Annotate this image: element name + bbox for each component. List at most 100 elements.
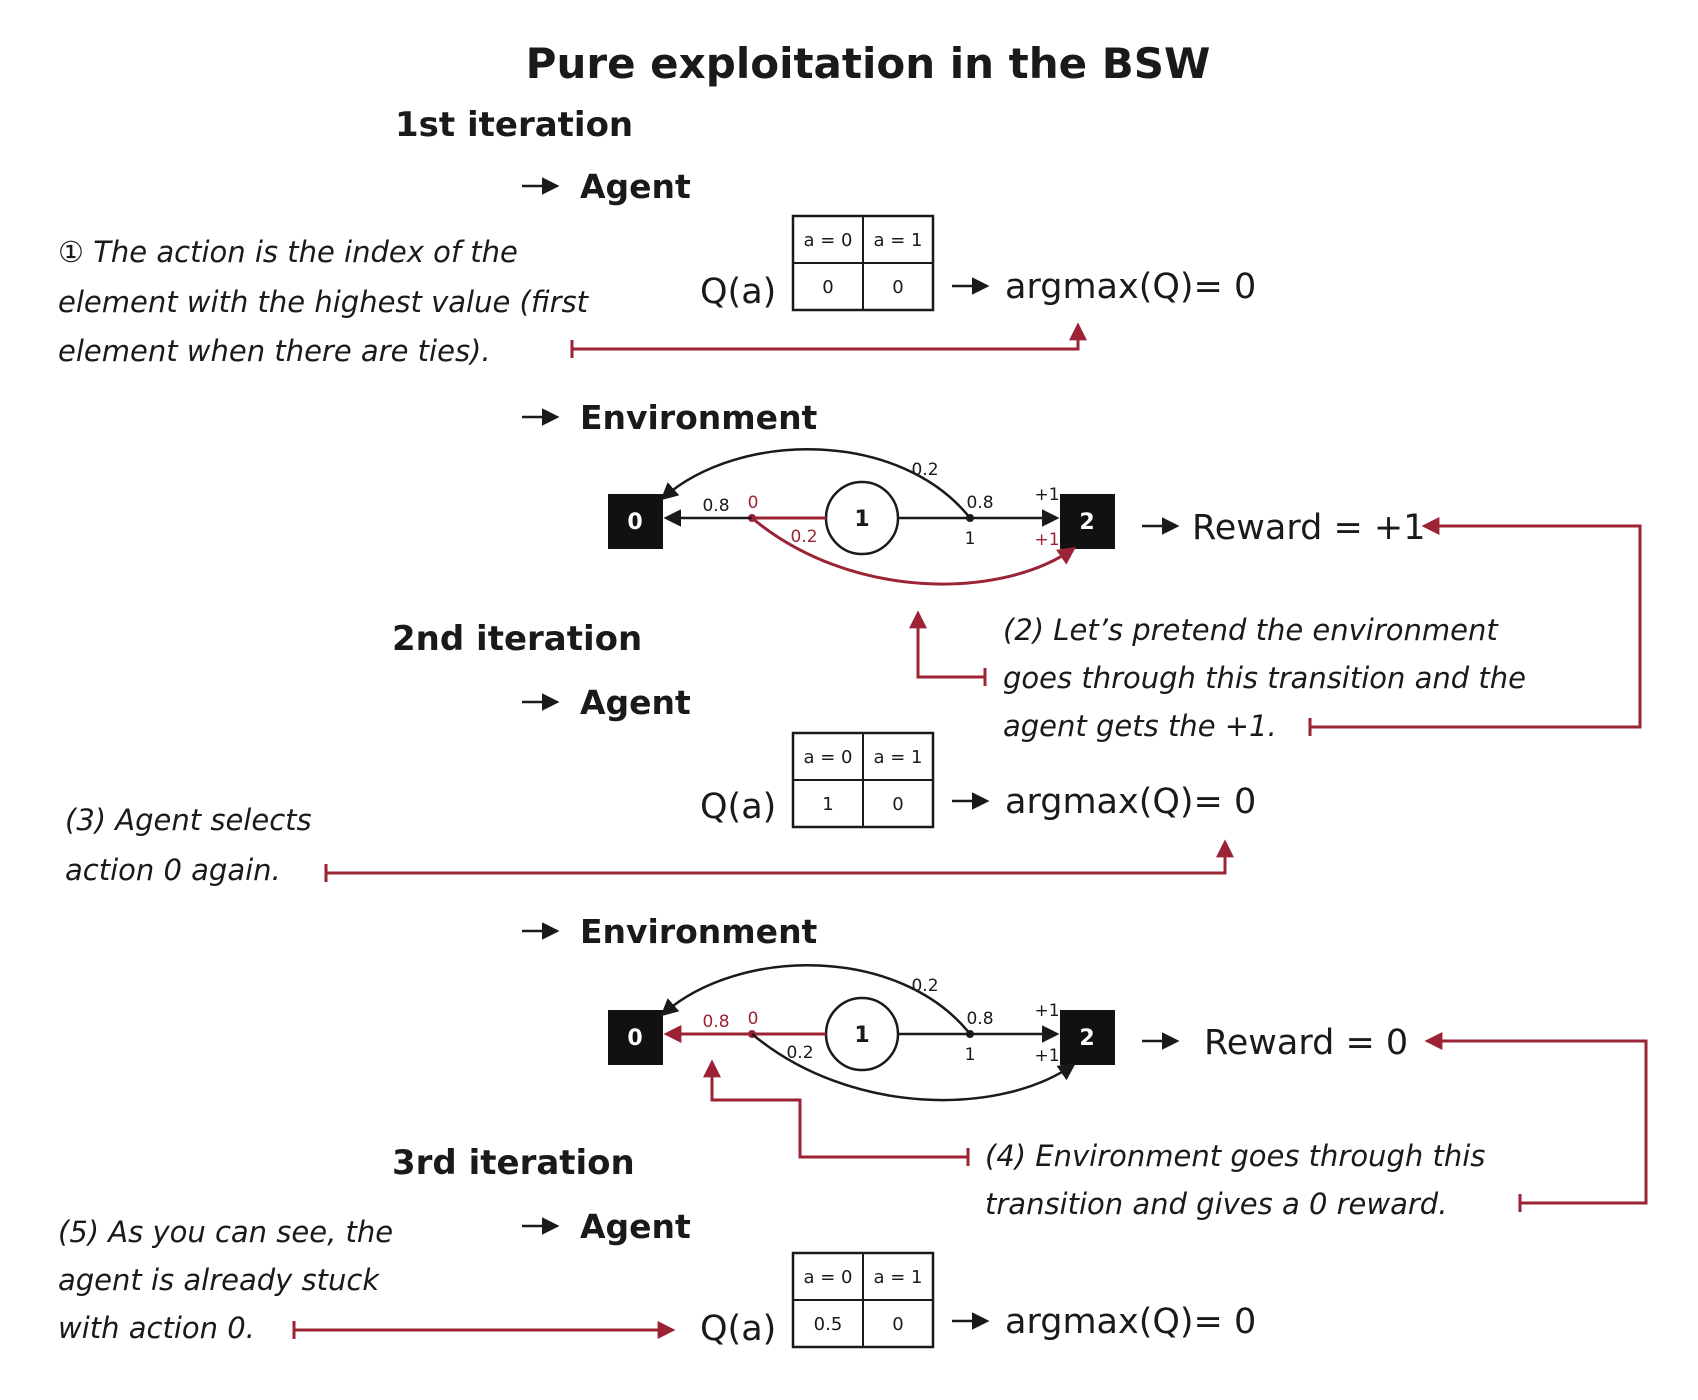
agent-label: Agent: [580, 1207, 691, 1246]
annotation-line: element when there are ties).: [58, 334, 491, 368]
state-node-0-label: 0: [627, 510, 642, 535]
reward-label: +1: [1034, 1046, 1059, 1066]
annotation-line: element with the highest value (first: [58, 285, 590, 319]
annotation-line: action 0 again.: [65, 853, 281, 887]
state-node-2: [1060, 494, 1115, 549]
page-title: Pure exploitation in the BSW: [526, 39, 1211, 88]
q-label: Q(a): [700, 1309, 776, 1349]
transition-0-to-2: [751, 1033, 1076, 1102]
q-label: Q(a): [700, 272, 776, 312]
iteration-2: 2nd iteration Agent Q(a) a = 0 a = 1 1 0…: [392, 619, 1408, 1102]
iteration-1: 1st iteration Agent Q(a) a = 0 a = 1 0 0…: [395, 105, 1426, 586]
argmax-label: argmax(Q)= 0: [1005, 267, 1256, 307]
q-value-a1: 0: [892, 794, 903, 815]
prob-label: 0.8: [966, 493, 993, 513]
state-node-1-label: 1: [854, 1023, 869, 1048]
prob-label: 0.8: [702, 1012, 729, 1032]
iteration-label: 1st iteration: [395, 105, 633, 145]
q-header-a1: a = 1: [873, 230, 922, 251]
annotation-4: (4) Environment goes through this transi…: [703, 1032, 1648, 1221]
q-value-a0: 0.5: [814, 1314, 843, 1335]
agent-label: Agent: [580, 683, 691, 722]
reward-value: Reward = 0: [1204, 1023, 1408, 1063]
action-label: 1: [965, 1045, 976, 1065]
q-value-a1: 0: [892, 277, 903, 298]
prob-label: 0.2: [790, 527, 817, 547]
environment-label: Environment: [580, 912, 818, 951]
argmax-label: argmax(Q)= 0: [1005, 1302, 1256, 1342]
state-node-0-label: 0: [627, 1026, 642, 1051]
q-table: Q(a) a = 0 a = 1 0.5 0: [700, 1251, 935, 1349]
annotation-line: agent gets the +1.: [1003, 709, 1277, 743]
q-header-a0: a = 0: [803, 1267, 852, 1288]
annotation-line: (2) Let’s pretend the environment: [1003, 613, 1499, 647]
callout-arrow: [1310, 517, 1642, 729]
reward: Reward = 0: [1142, 1023, 1408, 1063]
q-value-a0: 1: [822, 794, 833, 815]
q-label: Q(a): [700, 787, 776, 827]
callout-arrow: [572, 322, 1087, 351]
state-node-0: [608, 1010, 663, 1065]
action-label: 0: [748, 493, 759, 513]
agent-label: Agent: [580, 167, 691, 206]
prob-label: 0.2: [911, 460, 938, 480]
q-value-a0: 0: [822, 277, 833, 298]
callout-arrow: [1424, 1032, 1648, 1205]
action-label: 1: [965, 529, 976, 549]
state-node-2-label: 2: [1079, 1026, 1094, 1051]
environment-heading: Environment: [522, 398, 818, 437]
environment-heading: Environment: [522, 912, 818, 951]
reward-label: +1: [1034, 530, 1059, 550]
annotation-line: ① The action is the index of the: [58, 235, 518, 269]
iteration-3: 3rd iteration Agent Q(a) a = 0 a = 1 0.5…: [392, 1143, 1256, 1349]
annotation-line: (4) Environment goes through this: [985, 1139, 1485, 1173]
q-value-a1: 0: [892, 1314, 903, 1335]
annotation-5: (5) As you can see, the agent is already…: [58, 1215, 676, 1345]
annotation-3: (3) Agent selects action 0 again.: [65, 803, 1234, 887]
prob-label: 0.2: [911, 976, 938, 996]
state-node-1-label: 1: [854, 507, 869, 532]
reward-label: +1: [1034, 485, 1059, 505]
reward-value: Reward = +1: [1192, 508, 1426, 548]
q-header-a1: a = 1: [873, 747, 922, 768]
state-node-2-label: 2: [1079, 510, 1094, 535]
callout-arrow: [703, 1059, 968, 1159]
environment-graph: 0 2 1 0.2 0.8 0 0.2 0.8 1 +1 +1: [608, 964, 1115, 1102]
action-label: 0: [748, 1009, 759, 1029]
callout-arrow: [909, 610, 985, 679]
argmax: argmax(Q)= 0: [952, 782, 1256, 822]
q-table: Q(a) a = 0 a = 1 1 0: [700, 731, 935, 829]
reward: Reward = +1: [1142, 508, 1426, 548]
argmax-label: argmax(Q)= 0: [1005, 782, 1256, 822]
agent-heading: Agent: [522, 167, 691, 206]
prob-label: 0.8: [966, 1009, 993, 1029]
q-header-a0: a = 0: [803, 747, 852, 768]
transition-1-to-0: [660, 964, 971, 1035]
iteration-label: 2nd iteration: [392, 619, 642, 659]
callout-arrow: [326, 839, 1234, 875]
annotation-line: with action 0.: [58, 1311, 255, 1345]
iteration-label: 3rd iteration: [392, 1143, 635, 1183]
annotation-2: (2) Let’s pretend the environment goes t…: [909, 517, 1642, 743]
prob-label: 0.2: [786, 1043, 813, 1063]
environment-label: Environment: [580, 398, 818, 437]
q-header-a1: a = 1: [873, 1267, 922, 1288]
state-node-2: [1060, 1010, 1115, 1065]
annotation-1: ① The action is the index of the element…: [58, 235, 1087, 368]
annotation-line: (5) As you can see, the: [58, 1215, 393, 1249]
argmax: argmax(Q)= 0: [952, 267, 1256, 307]
environment-graph: 0 2 1 0.2 0.8 0 0.2 0.8 1 +1 +1: [608, 448, 1115, 586]
agent-heading: Agent: [522, 1207, 691, 1246]
transition-1-to-0: [660, 448, 971, 519]
q-table: Q(a) a = 0 a = 1 0 0: [700, 214, 935, 312]
prob-label: 0.8: [702, 496, 729, 516]
transition-0-to-2: [751, 516, 1076, 586]
annotation-line: agent is already stuck: [58, 1263, 380, 1297]
agent-heading: Agent: [522, 683, 691, 722]
annotation-line: transition and gives a 0 reward.: [985, 1187, 1447, 1221]
reward-label: +1: [1034, 1001, 1059, 1021]
argmax: argmax(Q)= 0: [952, 1302, 1256, 1342]
state-node-0: [608, 494, 663, 549]
annotation-line: (3) Agent selects: [65, 803, 312, 837]
